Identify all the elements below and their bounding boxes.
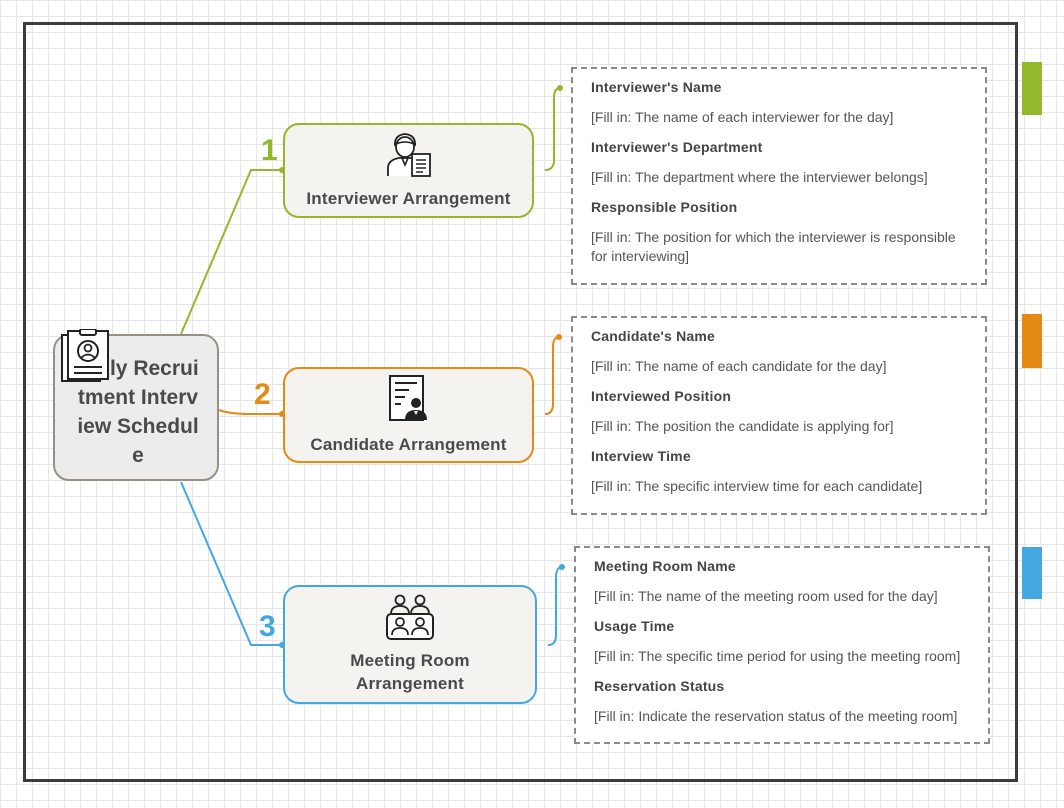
branch-label: Interviewer Arrangement [306,188,511,208]
detail-text: [Fill in: The department where the inter… [591,169,928,185]
detail-text: [Fill in: The name of the meeting room u… [594,588,938,604]
detail-heading: Interviewer's Department [591,139,763,155]
detail-connector-2 [544,336,560,415]
branch-number-2: 2 [254,378,271,411]
branch-label: Candidate Arrangement [310,435,507,454]
branch-interviewer-arrangement[interactable]: Interviewer Arrangement [283,123,534,218]
connector-branch-1 [180,169,282,335]
branch-meeting-room-arrangement[interactable]: Meeting Room Arrangement [283,585,537,704]
interviewer-icon [385,132,433,183]
detail-text: [Fill in: The name of each candidate for… [591,358,887,374]
side-tab-green[interactable] [1022,62,1042,115]
detail-text: [Fill in: Indicate the reservation statu… [594,708,958,724]
detail-text: [Fill in: The name of each interviewer f… [591,109,894,125]
branch-candidate-arrangement[interactable]: Candidate Arrangement [283,367,534,463]
canvas-frame [23,22,1018,782]
detail-heading: Candidate's Name [591,328,716,344]
detail-heading: Meeting Room Name [594,558,736,574]
detail-box-candidate: Candidate's Name [Fill in: The name of e… [571,316,987,515]
detail-heading: Usage Time [594,618,675,634]
branch-number-3: 3 [259,610,276,643]
detail-box-interviewer: Interviewer's Name [Fill in: The name of… [571,67,987,285]
branch-label: Meeting Room Arrangement [350,651,470,693]
detail-box-meeting-room: Meeting Room Name [Fill in: The name of … [574,546,990,744]
connector-branch-3 [180,481,282,646]
meeting-room-icon [385,594,435,645]
detail-heading: Interviewer's Name [591,79,722,95]
branch-number-1: 1 [261,134,278,167]
connector-branch-2 [218,409,282,415]
side-tab-blue[interactable] [1022,547,1042,599]
detail-connector-1 [544,87,561,171]
detail-heading: Interview Time [591,448,691,464]
central-title: Daily Recruitment Interview Schedule [77,356,199,467]
detail-heading: Reservation Status [594,678,725,694]
detail-heading: Responsible Position [591,199,738,215]
candidate-resume-icon [387,374,431,427]
detail-connector-3 [547,566,563,646]
detail-text: [Fill in: The position for which the int… [591,229,956,264]
central-topic[interactable]: Daily Recruitment Interview Schedule [53,328,219,481]
detail-text: [Fill in: The position the candidate is … [591,418,894,434]
resume-clipboard-icon [60,328,112,390]
detail-heading: Interviewed Position [591,388,732,404]
detail-text: [Fill in: The specific interview time fo… [591,478,923,494]
detail-text: [Fill in: The specific time period for u… [594,648,961,664]
side-tab-orange[interactable] [1022,314,1042,368]
